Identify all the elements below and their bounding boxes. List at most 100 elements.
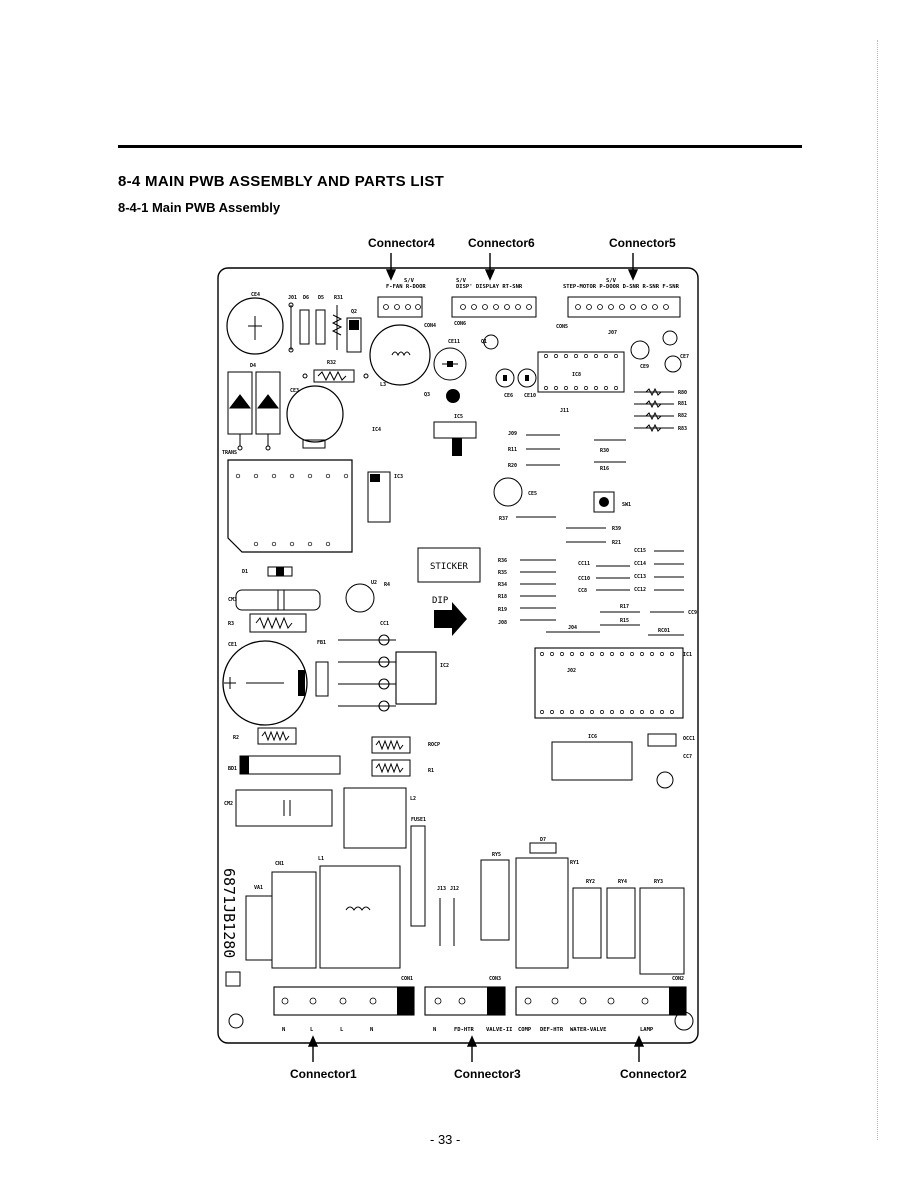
svg-text:R36: R36 [498,558,507,564]
svg-text:R21: R21 [612,540,621,546]
svg-text:CE11: CE11 [448,339,460,345]
svg-text:ROCP: ROCP [428,742,440,748]
svg-text:R19: R19 [498,607,507,613]
svg-text:L2: L2 [410,796,416,802]
con6-pins-label: DISP' DISPLAY RT-SNR [456,284,523,290]
connector6-label: Connector6 [468,236,535,250]
svg-text:D4: D4 [250,363,256,369]
svg-text:RC01: RC01 [658,628,670,634]
con5-connector [567,296,681,318]
svg-text:OCC1: OCC1 [683,736,695,742]
con1-pin2: L [310,1027,314,1033]
svg-text:R83: R83 [678,426,687,432]
dip-arrow [434,602,467,636]
svg-text:R4: R4 [384,582,390,588]
con2-connector [515,986,687,1016]
svg-text:CE6: CE6 [504,393,513,399]
svg-text:R37: R37 [499,516,508,522]
svg-text:R32: R32 [327,360,336,366]
svg-text:U2: U2 [371,580,377,586]
con4-sv-label: S/V [404,278,415,284]
svg-text:IC2: IC2 [440,663,449,669]
svg-text:VA1: VA1 [254,885,263,891]
svg-text:CC13: CC13 [634,574,646,580]
svg-text:CM3: CM3 [228,597,237,603]
svg-text:RY2: RY2 [586,879,595,885]
svg-text:IC1: IC1 [683,652,692,658]
svg-text:IC6: IC6 [588,734,597,740]
svg-text:CON6: CON6 [454,321,466,327]
svg-text:CE4: CE4 [251,292,260,298]
svg-text:CE5: CE5 [528,491,537,497]
svg-text:J11: J11 [560,408,569,414]
con6-connector [451,296,537,318]
svg-text:R15: R15 [620,618,629,624]
connector2-label: Connector2 [620,1067,687,1081]
svg-text:Q2: Q2 [351,309,357,315]
svg-text:R3: R3 [228,621,234,627]
svg-text:R30: R30 [600,448,609,454]
con4-pins-label: F-FAN R-DOOR [386,284,426,290]
svg-text:RY1: RY1 [570,860,579,866]
svg-text:CE3: CE3 [290,388,299,394]
con1-pin1: N [282,1027,285,1033]
svg-text:CN1: CN1 [275,861,284,867]
svg-text:J09: J09 [508,431,517,437]
svg-text:L1: L1 [318,856,324,862]
svg-text:CC10: CC10 [578,576,590,582]
con3-pin2: FD-HTR [454,1027,475,1033]
con4-connector [377,296,423,318]
page-number: - 33 - [430,1132,461,1147]
svg-text:CON3: CON3 [489,976,501,982]
svg-text:CE10: CE10 [524,393,536,399]
svg-text:CON1: CON1 [401,976,413,982]
svg-text:R11: R11 [508,447,517,453]
svg-text:R39: R39 [612,526,621,532]
svg-text:IC3: IC3 [394,474,403,480]
svg-text:CC7: CC7 [683,754,692,760]
svg-text:R2: R2 [233,735,239,741]
margin-line [877,40,878,1140]
svg-text:J02: J02 [567,668,576,674]
con6-sv-label: S/V [456,278,467,284]
svg-text:CC14: CC14 [634,561,646,567]
svg-text:CC11: CC11 [578,561,590,567]
svg-text:CC9: CC9 [688,610,697,616]
svg-text:R16: R16 [600,466,609,472]
svg-text:CC12: CC12 [634,587,646,593]
con2-pin4: LAMP [640,1027,654,1033]
con3-pin3: VALVE-II [486,1027,513,1033]
svg-text:R34: R34 [498,582,507,588]
svg-text:D6: D6 [303,295,309,301]
connector3-label: Connector3 [454,1067,521,1081]
svg-text:R17: R17 [620,604,629,610]
con1-pin3: L [340,1027,344,1033]
svg-text:IC4: IC4 [372,427,381,433]
subsection-title: 8-4-1 Main PWB Assembly [118,200,281,215]
con3-pin1: N [433,1027,436,1033]
svg-text:RY3: RY3 [654,879,663,885]
svg-text:R80: R80 [678,390,687,396]
board-outline [217,267,699,1044]
svg-text:SW1: SW1 [622,502,631,508]
section-title: 8-4 MAIN PWB ASSEMBLY AND PARTS LIST [118,173,445,190]
svg-text:CC15: CC15 [634,548,646,554]
con2-pin3: WATER-VALVE [570,1027,606,1033]
svg-text:CE1: CE1 [228,642,237,648]
con2-pin1: COMP [518,1027,532,1033]
svg-text:IC8: IC8 [572,372,581,378]
dip-label: DIP [432,596,449,606]
part-number-label: 6871JB1280 [220,868,238,958]
svg-text:CE7: CE7 [680,354,689,360]
svg-text:R18: R18 [498,594,507,600]
svg-text:R31: R31 [334,295,343,301]
svg-text:R82: R82 [678,413,687,419]
svg-text:J07: J07 [608,330,617,336]
svg-text:J12: J12 [450,886,459,892]
svg-text:TRANS: TRANS [222,450,237,456]
svg-text:R35: R35 [498,570,507,576]
svg-text:FUSE1: FUSE1 [411,817,426,823]
svg-text:CC8: CC8 [578,588,587,594]
con5-pins-label: STEP-MOTOR P-DOOR D-SNR R-SNR F-SNR [563,284,680,290]
